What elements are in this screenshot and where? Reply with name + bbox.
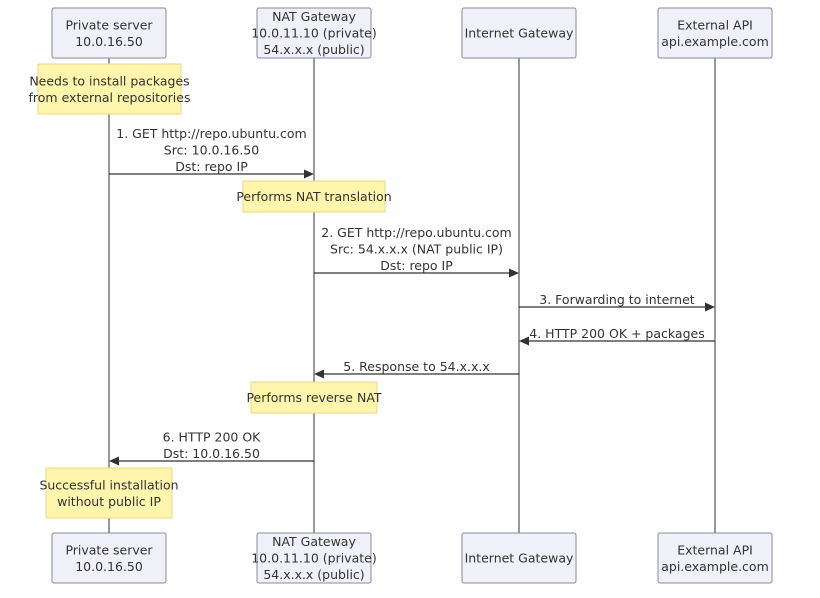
note-text-line: from external repositories [29, 90, 191, 105]
actor-label-line: 10.0.16.50 [75, 34, 143, 49]
actor-label: Private server 10.0.16.50 [65, 17, 153, 49]
message-label-line: Dst: repo IP [175, 159, 248, 174]
actor-label-line: NAT Gateway [272, 9, 356, 24]
note: Performs NAT translation [236, 180, 392, 213]
message-label-line: 5. Response to 54.x.x.x [343, 359, 489, 374]
message-3: 3. Forwarding to internet [519, 292, 715, 312]
note-text-line: Performs NAT translation [236, 189, 391, 204]
actor-api-bottom: External API api.example.com [657, 532, 773, 584]
actor-label: Internet Gateway [465, 26, 574, 41]
message-5: 5. Response to 54.x.x.x [314, 359, 519, 379]
note-box [250, 381, 378, 414]
actor-igw-bottom: Internet Gateway [461, 532, 577, 584]
arrow-head [509, 268, 519, 278]
actor-label: NAT Gateway 10.0.11.10 (private)54.x.x.x … [251, 9, 377, 57]
message-label-line: Dst: repo IP [380, 258, 453, 273]
actor-box [256, 7, 372, 59]
note-text: Needs to install packages from external r… [29, 73, 191, 105]
actor-private-bottom: Private server 10.0.16.50 [51, 532, 167, 584]
note-text: Performs NAT translation [236, 189, 391, 204]
actor-label: Private server 10.0.16.50 [65, 542, 153, 574]
actor-label-line: Internet Gateway [465, 551, 574, 566]
note-text: Successful installation without public IP [39, 477, 178, 509]
note-text-line: Needs to install packages [29, 73, 189, 88]
message-label-line: 2. GET http://repo.ubuntu.com [321, 225, 511, 240]
message-4: 4. HTTP 200 OK + packages [519, 326, 715, 346]
actor-label-line: 10.0.11.10 (private) [251, 551, 377, 566]
actor-box [51, 532, 167, 584]
message-label-line: 3. Forwarding to internet [539, 292, 695, 307]
actor-box [657, 532, 773, 584]
actor-box [657, 7, 773, 59]
actor-box [51, 7, 167, 59]
actor-label-line: 10.0.16.50 [75, 559, 143, 574]
actor-label-line: api.example.com [661, 559, 769, 574]
actor-label: External API api.example.com [661, 542, 769, 574]
actor-box [256, 532, 372, 584]
message-label: 4. HTTP 200 OK + packages [529, 326, 704, 341]
note-box [242, 180, 386, 213]
note: Performs reverse NAT [246, 381, 382, 414]
arrow-head [314, 369, 324, 379]
arrow-head [109, 456, 119, 466]
message-label-line: 6. HTTP 200 OK [163, 430, 262, 445]
actor-label-line: External API [677, 17, 753, 32]
arrow-head [304, 169, 314, 179]
message-label-line: Dst: 10.0.16.50 [163, 446, 260, 461]
actor-box [461, 532, 577, 584]
message-label: 3. Forwarding to internet [539, 292, 695, 307]
note-box [45, 467, 173, 519]
actor-label-line: Private server [65, 542, 153, 557]
actor-label: External API api.example.com [661, 17, 769, 49]
message-label: 5. Response to 54.x.x.x [343, 359, 489, 374]
note-text: Performs reverse NAT [246, 390, 381, 405]
actor-label: NAT Gateway 10.0.11.10 (private)54.x.x.x … [251, 534, 377, 582]
actor-label-line: NAT Gateway [272, 534, 356, 549]
actor-private-top: Private server 10.0.16.50 [51, 7, 167, 59]
actor-label-line: api.example.com [661, 34, 769, 49]
actor-label-line: 10.0.11.10 (private) [251, 26, 377, 41]
actor-api-top: External API api.example.com [657, 7, 773, 59]
note: Needs to install packages from external r… [29, 63, 191, 115]
actor-box [461, 7, 577, 59]
message-label-line: Src: 10.0.16.50 [164, 143, 259, 158]
actor-label-line: 54.x.x.x (public) [263, 567, 364, 582]
arrow-head [519, 336, 529, 346]
note: Successful installation without public IP [39, 467, 179, 519]
note-text-line: Performs reverse NAT [246, 390, 381, 405]
actor-label-line: Private server [65, 17, 153, 32]
message-label-line: 4. HTTP 200 OK + packages [529, 326, 704, 341]
note-text-line: without public IP [57, 494, 161, 509]
message-label-line: 1. GET http://repo.ubuntu.com [116, 126, 306, 141]
arrow-head [705, 302, 715, 312]
actor-igw-top: Internet Gateway [461, 7, 577, 59]
actor-label: Internet Gateway [465, 551, 574, 566]
actor-label-line: 54.x.x.x (public) [263, 42, 364, 57]
actor-nat-bottom: NAT Gateway 10.0.11.10 (private)54.x.x.x … [251, 532, 377, 584]
actor-label-line: External API [677, 542, 753, 557]
actor-label-line: Internet Gateway [465, 26, 574, 41]
message-label-line: Src: 54.x.x.x (NAT public IP) [330, 242, 503, 257]
note-text-line: Successful installation [39, 477, 178, 492]
actor-nat-top: NAT Gateway 10.0.11.10 (private)54.x.x.x … [251, 7, 377, 59]
note-box [37, 63, 182, 115]
